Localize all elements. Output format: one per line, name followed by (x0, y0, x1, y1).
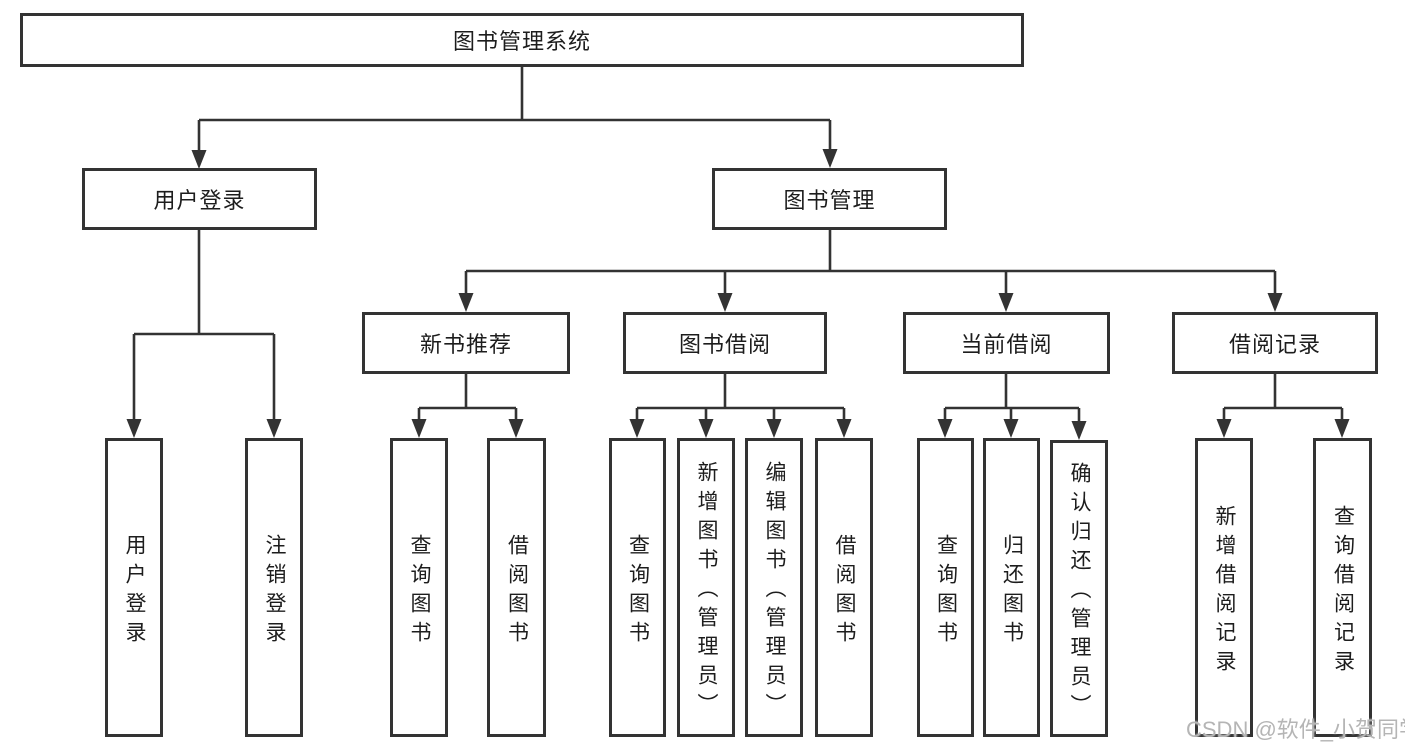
leaf-query-books-current: 查询图书 (917, 438, 974, 737)
leaf-borrow-books: 借阅图书 (815, 438, 873, 737)
watermark: CSDN @软件_小贺同学 (1186, 717, 1405, 742)
leaf-query-books-borrow: 查询图书 (609, 438, 666, 737)
leaf-add-books-admin: 新增图书（管理员） (677, 438, 735, 737)
leaf-user-login: 用户登录 (105, 438, 163, 737)
arrowhead-icons (126, 149, 1350, 440)
node-current-borrowing: 当前借阅 (903, 312, 1110, 374)
node-root: 图书管理系统 (20, 13, 1024, 67)
leaf-return-books: 归还图书 (983, 438, 1040, 737)
leaf-query-books-recommend: 查询图书 (390, 438, 448, 737)
leaf-borrow-books-recommend: 借阅图书 (487, 438, 546, 737)
node-borrowing-records: 借阅记录 (1172, 312, 1378, 374)
node-new-book-recommendation: 新书推荐 (362, 312, 570, 374)
leaf-query-borrow-record: 查询借阅记录 (1313, 438, 1372, 737)
leaf-edit-books-admin: 编辑图书（管理员） (745, 438, 803, 737)
leaf-add-borrow-record: 新增借阅记录 (1195, 438, 1253, 737)
leaf-logout: 注销登录 (245, 438, 303, 737)
node-user-login: 用户登录 (82, 168, 317, 230)
node-book-management: 图书管理 (712, 168, 947, 230)
leaf-confirm-return-admin: 确认归还（管理员） (1050, 440, 1108, 737)
node-book-borrowing: 图书借阅 (623, 312, 827, 374)
